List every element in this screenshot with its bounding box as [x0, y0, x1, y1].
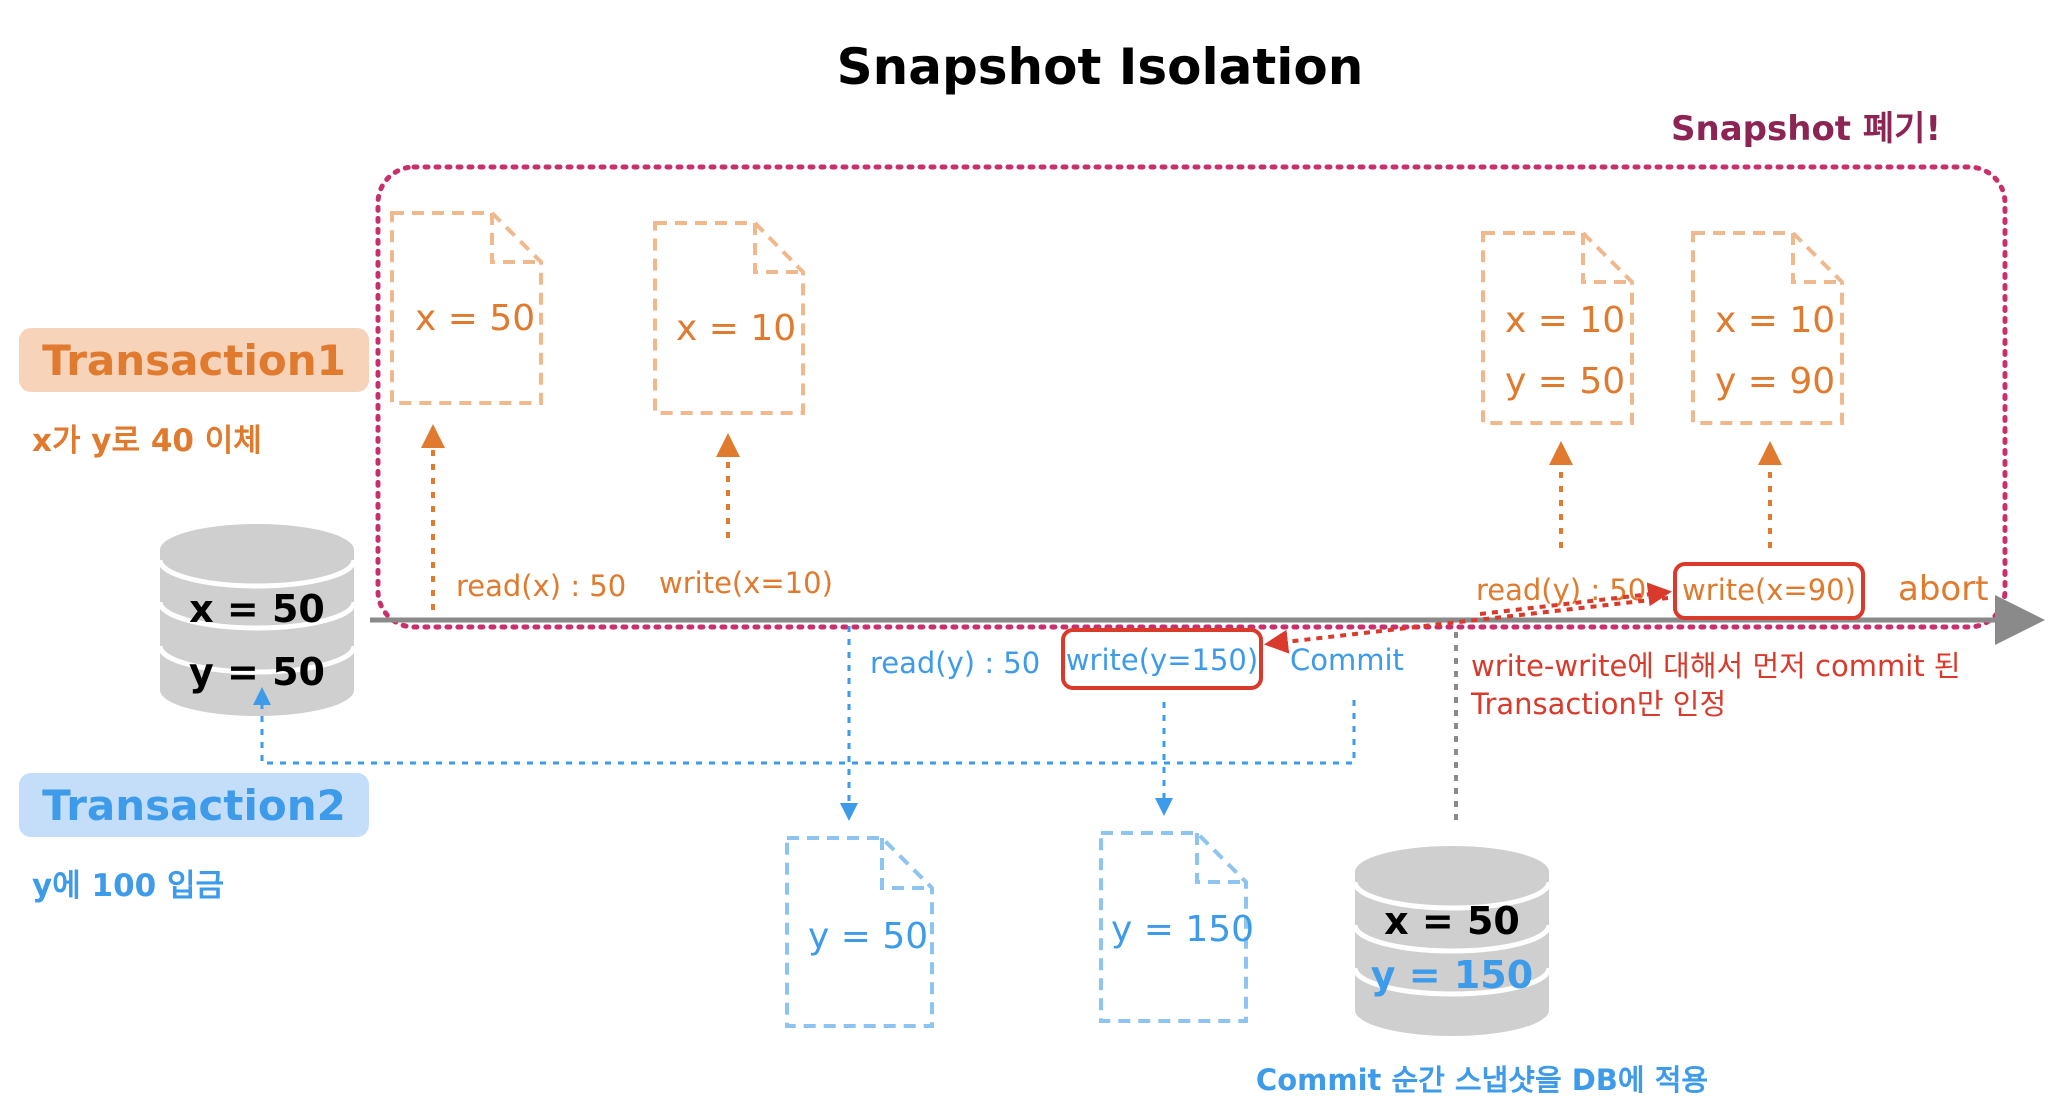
tx1-conflict-write-box: [1673, 562, 1865, 620]
transaction1-label: Transaction1: [42, 336, 346, 385]
snapshot-discard-label: Snapshot 폐기!: [1671, 109, 1941, 149]
tx1-doc-line: x = 10: [1505, 300, 1625, 341]
database-icon: [157, 524, 357, 716]
transaction2-label: Transaction2: [42, 781, 346, 830]
transaction1-badge: [19, 328, 369, 392]
tx2-doc-line: y = 150: [1111, 909, 1254, 950]
tx2-operation: read(y) : 50: [870, 646, 1040, 680]
tx2-doc-line: y = 50: [808, 916, 928, 957]
tx1-operation: write(x=90): [1682, 573, 1856, 607]
transaction2-description: y에 100 입금: [32, 868, 224, 904]
database-initial: x = 50 y = 50: [157, 524, 357, 716]
document-icon: [785, 836, 934, 1028]
diagram-title: Snapshot Isolation: [837, 38, 1364, 96]
tx2-commit-label: Commit: [1290, 643, 1404, 677]
document-icon: [1099, 831, 1248, 1023]
tx1-snapshot-doc: x = 10: [653, 221, 805, 415]
tx1-operation: write(x=10): [659, 566, 833, 600]
db-initial-y: y = 50: [189, 650, 325, 694]
db-initial-x: x = 50: [189, 587, 325, 631]
conflict-note-line: write-write에 대해서 먼저 commit 된: [1471, 649, 1961, 683]
db-final-y: y = 150: [1371, 953, 1533, 997]
tx1-operation: read(x) : 50: [456, 569, 626, 603]
tx2-write-box: [1061, 628, 1263, 690]
tx1-operation: read(y) : 50: [1476, 573, 1646, 607]
conflict-arrow: [1479, 582, 1672, 616]
transaction1-description: x가 y로 40 이체: [32, 423, 262, 459]
document-icon: [390, 211, 543, 405]
tx2-snapshot-doc: y = 150: [1099, 831, 1254, 1023]
commit-note: Commit 순간 스냅샷을 DB에 적용: [1256, 1063, 1708, 1097]
tx1-abort-label: abort: [1898, 569, 1989, 609]
database-final: x = 50 y = 150: [1352, 846, 1552, 1036]
tx1-doc-line: x = 10: [1715, 300, 1835, 341]
db-final-x: x = 50: [1384, 899, 1520, 943]
database-icon: [1352, 846, 1552, 1036]
transaction2-badge: [19, 773, 369, 837]
conflict-note-line: Transaction만 인정: [1470, 687, 1726, 721]
tx2-snapshot-doc: y = 50: [785, 836, 934, 1028]
tx1-doc-line: x = 50: [415, 298, 535, 339]
tx1-snapshot-doc: x = 10 y = 50: [1481, 231, 1634, 425]
tx1-snapshot-doc: x = 10 y = 90: [1691, 231, 1844, 425]
tx2-operation: write(y=150): [1066, 643, 1258, 677]
snapshot-scope-box: [375, 164, 2008, 630]
tx1-doc-line: x = 10: [676, 308, 796, 349]
tx2-commit-arrow: [253, 687, 1356, 765]
document-icon: [653, 221, 805, 415]
document-icon: [1481, 231, 1634, 425]
tx1-doc-line: y = 90: [1715, 361, 1835, 402]
tx1-doc-line: y = 50: [1505, 361, 1625, 402]
document-icon: [1691, 231, 1844, 425]
tx1-snapshot-doc: x = 50: [390, 211, 543, 405]
